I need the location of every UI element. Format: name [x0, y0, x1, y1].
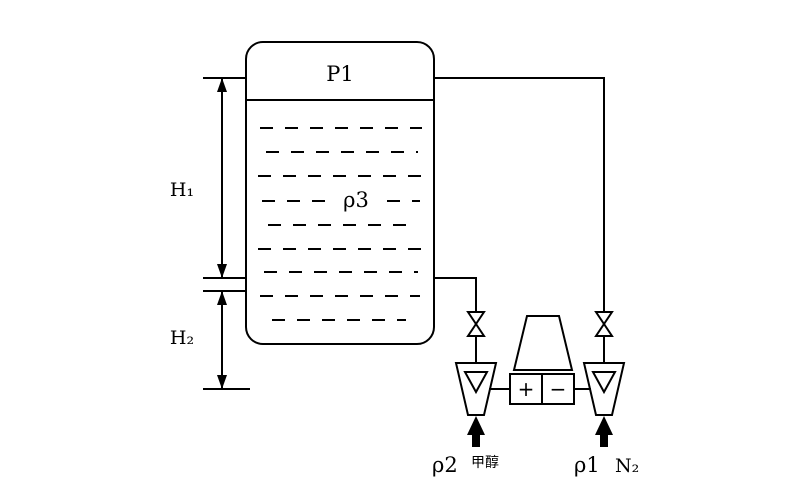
left-inlet-density-label: ρ2	[432, 453, 458, 477]
left-seal-pot-triangle-icon	[463, 371, 489, 395]
left-inlet-medium-label: 甲醇	[471, 454, 499, 471]
h1-label: H₁	[170, 179, 194, 201]
right-inlet-arrow	[595, 416, 613, 447]
dimension-lines	[203, 77, 250, 390]
h2-down-arrowhead	[217, 375, 227, 389]
liquid-label-backing	[328, 184, 386, 212]
left-valve-icon	[466, 311, 486, 337]
dp-transmitter: + −	[509, 315, 575, 405]
dp-transmitter-minus-label: −	[550, 377, 567, 401]
right-inlet-medium-label: N₂	[615, 455, 639, 477]
left-inlet-arrow	[467, 416, 485, 447]
right-valve-icon	[594, 311, 614, 337]
h2-label: H₂	[170, 327, 194, 349]
liquid-density-label: ρ3	[343, 188, 369, 212]
bottom-tap-pipe	[434, 277, 477, 312]
liquid-dashes	[258, 127, 422, 321]
h1-up-arrowhead	[217, 78, 227, 92]
left-seal-pot	[454, 362, 498, 416]
right-seal-pot-triangle-icon	[591, 371, 617, 395]
h1-down-arrowhead	[217, 264, 227, 278]
impulse-piping	[434, 77, 605, 390]
tank-outline	[245, 41, 435, 345]
tank-pressure-label: P1	[326, 62, 354, 86]
right-inlet-density-label: ρ1	[574, 453, 600, 477]
h2-up-arrowhead	[217, 291, 227, 305]
top-tap-pipe	[434, 77, 605, 312]
tank: P1 ρ3	[245, 41, 435, 345]
inlet-labels: ρ2 甲醇 ρ1 N₂	[432, 453, 639, 477]
dp-transmitter-body	[512, 315, 574, 371]
dimension-arrowheads	[217, 78, 227, 389]
dp-transmitter-plus-label: +	[518, 377, 535, 401]
right-seal-pot	[582, 362, 626, 416]
